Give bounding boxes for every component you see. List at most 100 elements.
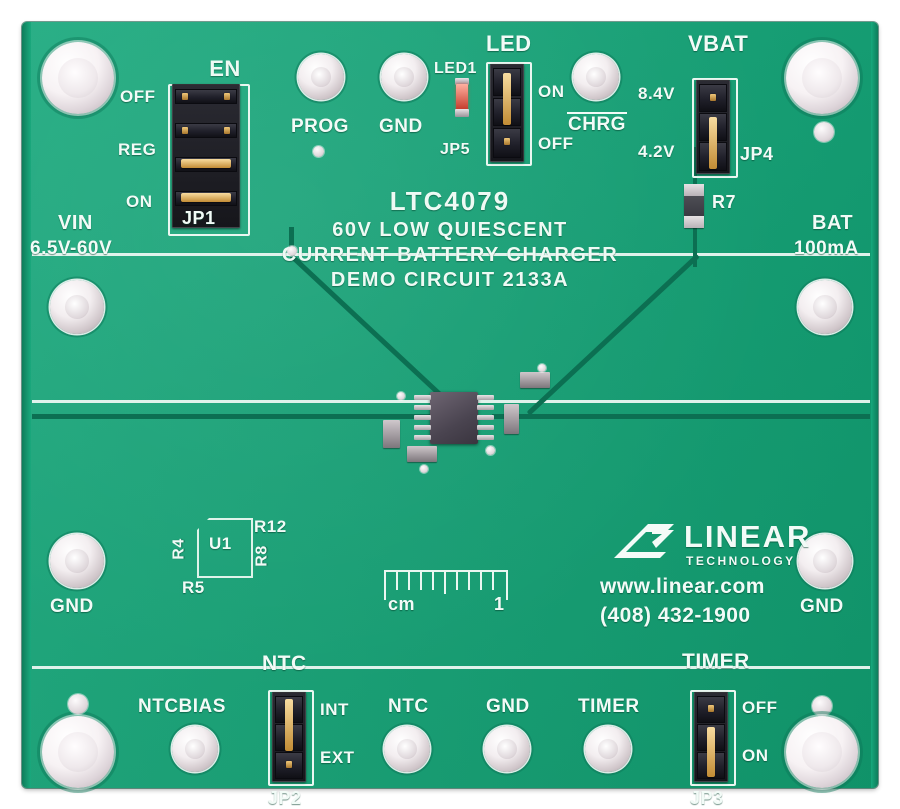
- label-led: LED: [486, 31, 532, 56]
- jp2-row-3: [275, 752, 303, 779]
- test-point-timer-hole: [597, 738, 619, 760]
- ic-pin-l2: [414, 405, 431, 410]
- test-point-gnd-right-hole: [813, 549, 837, 573]
- test-point-chrg-hole: [585, 66, 607, 88]
- jp1-header[interactable]: [172, 84, 240, 228]
- trace-ic-horizontal-right: [492, 414, 870, 419]
- label-led1: LED1: [434, 60, 477, 77]
- trace-vin-vertical: [289, 227, 294, 255]
- ic-pin-l1: [414, 395, 431, 400]
- ic-pin-r2: [477, 405, 494, 410]
- label-vbat: VBAT: [688, 31, 749, 56]
- ic-pin-l3: [414, 415, 431, 420]
- label-r8: R8: [253, 545, 271, 567]
- board-title-line-2: 60V LOW QUIESCENT: [332, 219, 568, 241]
- test-point-gnd-top[interactable]: [381, 54, 427, 100]
- label-en-reg: REG: [118, 140, 157, 159]
- via-near-ic-left: [397, 392, 405, 400]
- test-point-vin-hole: [65, 295, 89, 319]
- resistor-r7: [684, 184, 704, 228]
- jp4-row-1: [699, 84, 727, 112]
- jp3-header[interactable]: [694, 692, 728, 782]
- board-right-edge: [871, 22, 878, 788]
- mounting-hole-bottom-right: [786, 716, 858, 788]
- via-on-trace-left: [287, 246, 297, 256]
- label-vin: VIN: [58, 212, 93, 234]
- jp1-row-2: [175, 123, 237, 138]
- jp4-shunt-42v[interactable]: [709, 117, 717, 169]
- test-point-ntc-hole: [396, 738, 418, 760]
- mounting-hole-top-left: [42, 42, 114, 114]
- test-point-chrg[interactable]: [573, 54, 619, 100]
- pcb-board: EN OFF REG ON JP1: [22, 22, 878, 808]
- trace-ic-horizontal-left: [32, 414, 432, 419]
- jp1-pin-2a: [182, 127, 188, 134]
- label-brand-technology: TECHNOLOGY: [686, 554, 796, 568]
- mounting-hole-inner: [801, 57, 843, 99]
- label-ntc-int: INT: [320, 700, 349, 719]
- label-timer-testpoint: TIMER: [578, 696, 640, 717]
- test-point-ntc[interactable]: [384, 726, 430, 772]
- jp3-shunt-on[interactable]: [707, 727, 715, 777]
- label-timer-on: ON: [742, 746, 769, 765]
- ic-pin-r1: [477, 395, 494, 400]
- test-point-prog-hole: [310, 66, 332, 88]
- label-jp1: JP1: [182, 208, 216, 228]
- label-r4: R4: [170, 538, 188, 560]
- ruler-baseline: [384, 570, 508, 572]
- jp1-shunt-reg[interactable]: [181, 159, 231, 168]
- label-prog: PROG: [291, 116, 349, 137]
- smd-component-bottom-left: [407, 446, 437, 462]
- label-vbat-42v: 4.2V: [638, 142, 675, 161]
- ic-u1-ltc4079: [430, 392, 478, 444]
- mounting-hole-inner: [801, 731, 843, 773]
- jp3-outline: [690, 690, 736, 786]
- ruler-tick: [444, 570, 446, 594]
- jp1-pin-2b: [224, 127, 230, 134]
- test-point-gnd-bottom[interactable]: [484, 726, 530, 772]
- jp1-shunt-on[interactable]: [181, 193, 231, 202]
- mounting-hole-inner: [57, 57, 99, 99]
- ic-pin-l5: [414, 435, 431, 440]
- via-below-top-right-mount: [814, 122, 834, 142]
- test-point-vin[interactable]: [50, 280, 104, 334]
- test-point-ntcbias-hole: [184, 738, 206, 760]
- label-u1: U1: [209, 534, 232, 553]
- jp2-header[interactable]: [272, 692, 306, 782]
- label-bat: BAT: [812, 212, 854, 234]
- ruler-tick: [432, 570, 434, 590]
- silkscreen-divider-top: [32, 253, 870, 256]
- ruler-tick: [396, 570, 398, 590]
- test-point-gnd-right[interactable]: [798, 534, 852, 588]
- jp5-shunt-on[interactable]: [503, 73, 511, 125]
- jp2-outline: [268, 690, 314, 786]
- label-r12: R12: [254, 517, 287, 536]
- smd-component-left: [383, 420, 400, 448]
- red-led-icon: [456, 84, 468, 110]
- jp4-header[interactable]: [696, 80, 730, 174]
- test-point-gnd-bottom-hole: [496, 738, 518, 760]
- ruler-tick: [456, 570, 458, 590]
- linear-technology-logo: [612, 520, 802, 566]
- label-ruler-one: 1: [494, 594, 505, 614]
- label-phone: (408) 432-1900: [600, 604, 751, 627]
- label-chrg: CHRG: [567, 112, 627, 136]
- test-point-ntcbias[interactable]: [172, 726, 218, 772]
- test-point-prog[interactable]: [298, 54, 344, 100]
- mounting-hole-bottom-left: [42, 716, 114, 788]
- test-point-bat[interactable]: [798, 280, 852, 334]
- test-point-timer[interactable]: [585, 726, 631, 772]
- label-jp2: JP2: [268, 788, 302, 808]
- test-point-gnd-left[interactable]: [50, 534, 104, 588]
- via-near-ic-top-right: [538, 364, 546, 372]
- label-vbat-84v: 8.4V: [638, 84, 675, 103]
- test-point-bat-hole: [813, 295, 837, 319]
- test-point-gnd-top-hole: [393, 66, 415, 88]
- smd-component-top-right: [520, 372, 550, 388]
- jp2-shunt-int[interactable]: [285, 699, 293, 751]
- u1-silkscreen-outline: [197, 518, 253, 578]
- jp5-header[interactable]: [490, 64, 524, 162]
- via-near-ic-bottom: [486, 446, 495, 455]
- led1-pad-top: [455, 78, 469, 85]
